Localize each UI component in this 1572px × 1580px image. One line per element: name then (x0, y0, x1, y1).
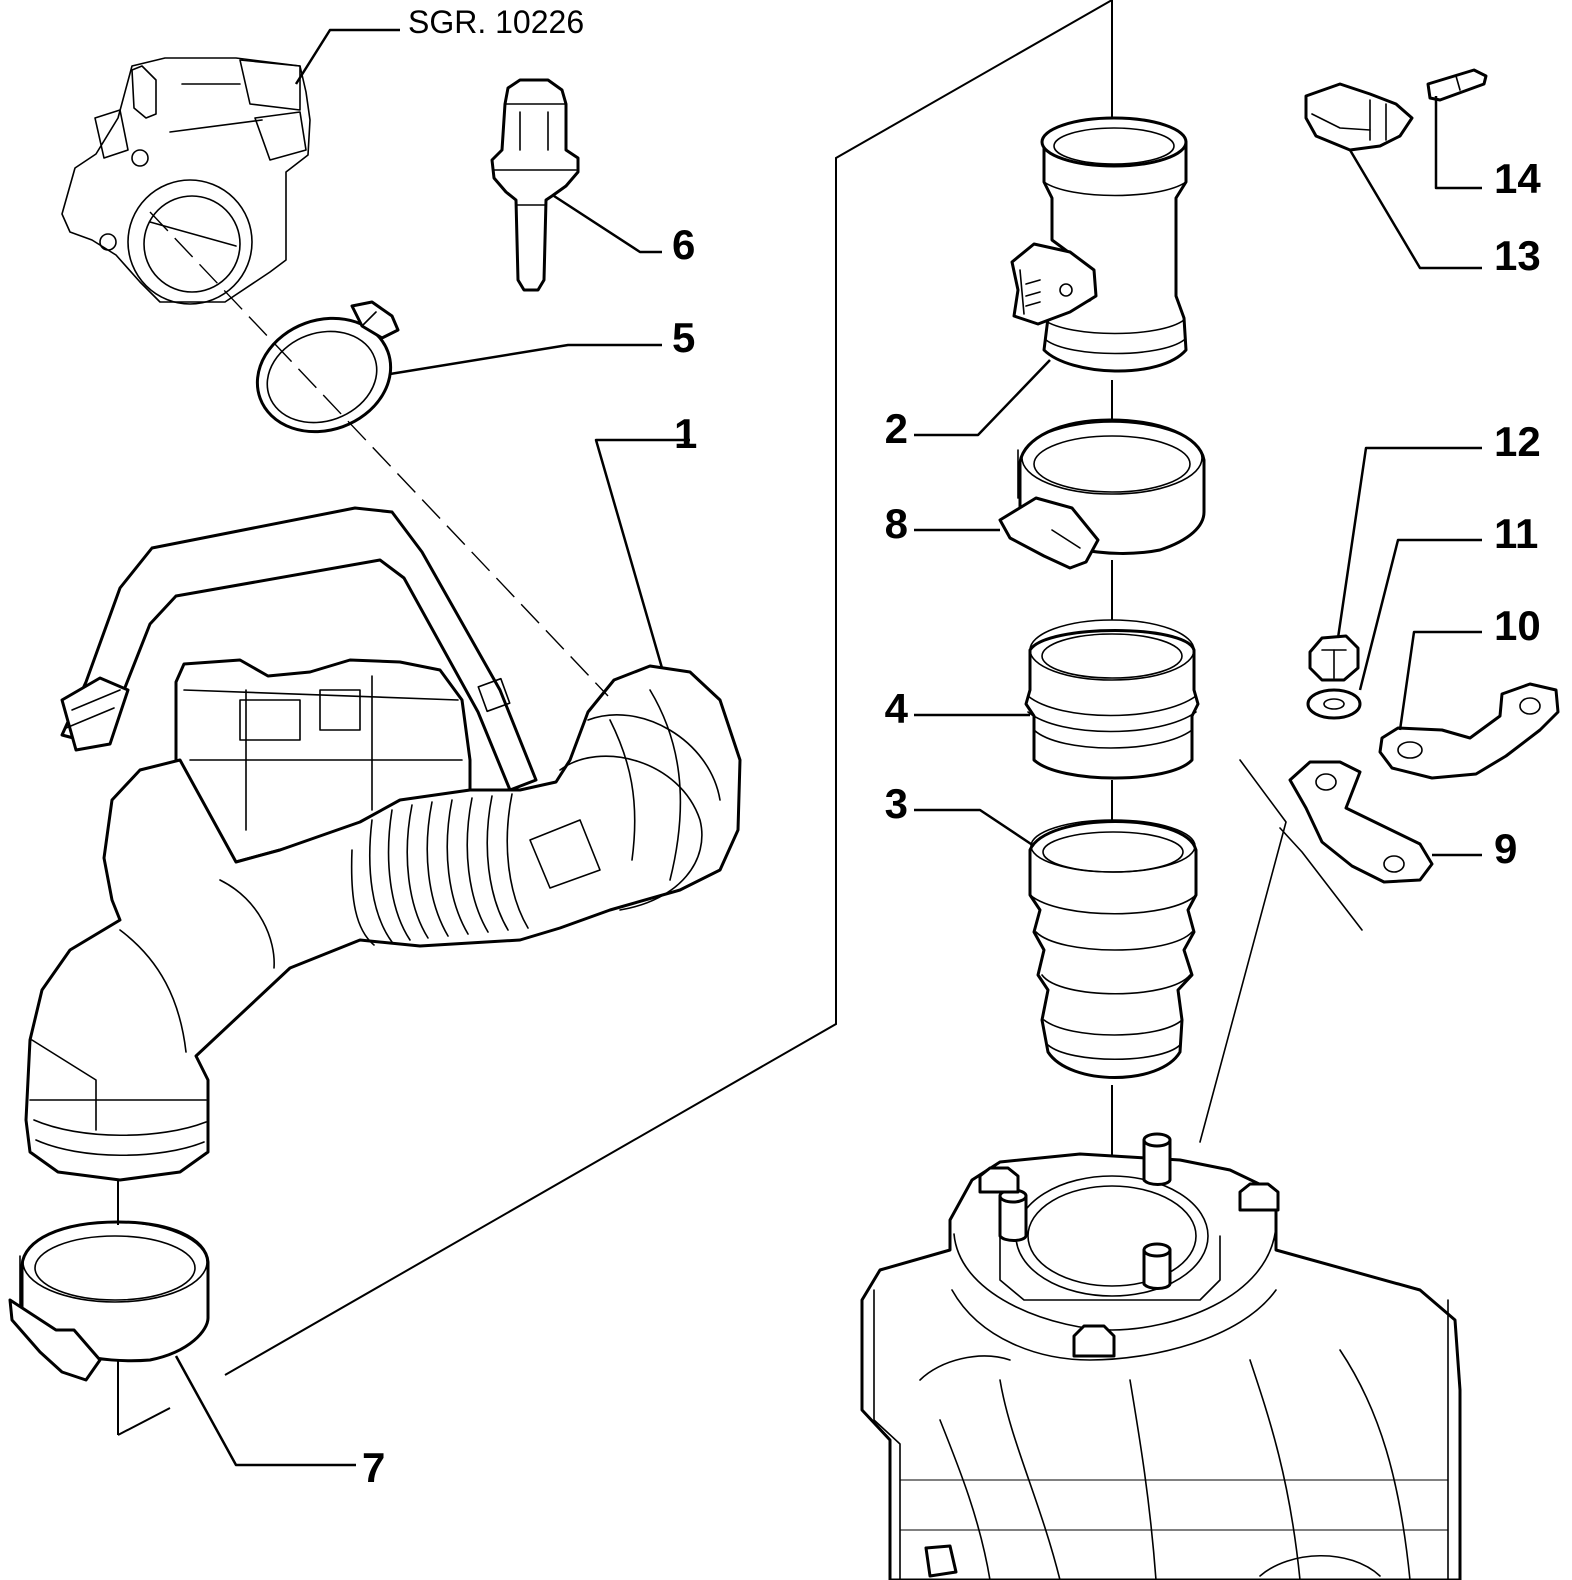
part-8-hose-clamp (1000, 420, 1204, 568)
callout-3: 3 (885, 780, 908, 827)
mounting-stud (1144, 1244, 1170, 1289)
part-10-bracket (1380, 684, 1558, 778)
part-7-hose-clamp (10, 1222, 208, 1380)
callout-4: 4 (885, 685, 909, 732)
callout-6: 6 (672, 221, 695, 268)
mounting-bolt (1240, 1184, 1278, 1210)
callout-5: 5 (672, 314, 695, 361)
throttle-body (62, 58, 310, 304)
callout-14: 14 (1494, 155, 1541, 202)
part-6-temperature-sensor (492, 80, 578, 290)
part-3-bellows-sleeve (1030, 820, 1196, 1078)
callout-11: 11 (1494, 510, 1538, 557)
part-11-washer (1308, 690, 1360, 718)
air-filter-housing (862, 1134, 1460, 1580)
callout-2: 2 (885, 405, 908, 452)
callout-1: 1 (674, 410, 697, 457)
mounting-stud (1000, 1190, 1026, 1241)
callout-9: 9 (1494, 825, 1517, 872)
mounting-stud (1144, 1134, 1170, 1185)
callout-12: 12 (1494, 418, 1541, 465)
mounting-bolt (1074, 1326, 1114, 1356)
mounting-bolt (980, 1168, 1018, 1192)
part-12-nut (1310, 636, 1358, 680)
part-4-sleeve (1026, 620, 1198, 778)
callout-8: 8 (885, 500, 908, 547)
reference-label: SGR. 10226 (408, 4, 584, 40)
callout-7: 7 (362, 1444, 385, 1491)
part-1-air-intake-hose (26, 508, 740, 1180)
callout-10: 10 (1494, 602, 1541, 649)
part-5-hose-clamp (241, 300, 406, 450)
callout-13: 13 (1494, 232, 1541, 279)
part-2-air-flow-meter (1012, 118, 1186, 371)
part-13-connector (1306, 84, 1412, 150)
part-14-terminal-pin (1428, 70, 1486, 100)
